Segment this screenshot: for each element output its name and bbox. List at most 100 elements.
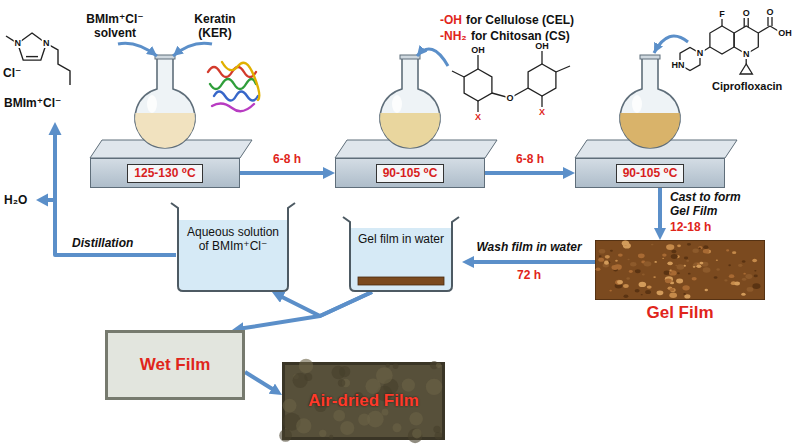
- film-texture: [605, 255, 610, 259]
- double-bond: [748, 18, 749, 27]
- film-texture: [698, 247, 701, 249]
- polysaccharide-structure: [452, 50, 570, 114]
- film-texture: [635, 289, 640, 293]
- film-texture: [729, 274, 734, 278]
- film-texture: [670, 272, 672, 273]
- glass-highlight: [632, 95, 642, 113]
- reagent-label: for Chitosan (CS): [471, 29, 570, 43]
- butyl-chain: [46, 43, 70, 85]
- atom-label: OH: [777, 28, 793, 38]
- beaker: Gel film in water: [340, 212, 462, 292]
- input-arrow: [173, 43, 212, 56]
- film-texture: [714, 276, 718, 279]
- film-texture: [629, 270, 633, 273]
- input-arrow: [118, 43, 157, 56]
- film-texture: [639, 282, 646, 287]
- film-texture: [671, 254, 678, 259]
- flow-arrow: [471, 260, 595, 264]
- film-texture: [367, 411, 384, 428]
- flow-arrow: [240, 171, 326, 175]
- film-texture: [692, 277, 697, 281]
- film-texture: [693, 266, 696, 268]
- film-texture: [402, 378, 415, 391]
- film-texture: [615, 280, 622, 285]
- double-bond: [744, 18, 745, 27]
- bond: [556, 66, 570, 72]
- film-texture: [627, 259, 629, 261]
- keratin-protein: [208, 62, 259, 111]
- film-texture: [752, 259, 757, 262]
- film-texture: [412, 429, 422, 439]
- film-texture: [677, 244, 681, 247]
- temperature-label: 90-105 ⁰C: [376, 164, 445, 183]
- gel-film-image: [595, 240, 765, 300]
- glass-highlight: [392, 95, 402, 113]
- film-texture: [654, 261, 657, 263]
- group-label: -NH₂: [440, 29, 467, 43]
- film-texture: [624, 295, 629, 298]
- film-texture: [669, 293, 677, 298]
- film-texture: [641, 294, 643, 295]
- film-texture: [332, 366, 346, 380]
- beaker: Aqueous solution of BMIm⁺Cl⁻: [168, 198, 298, 292]
- bond: [452, 71, 464, 77]
- film-texture: [747, 287, 754, 292]
- atom-label: O: [742, 8, 751, 18]
- film-texture: [684, 257, 688, 260]
- film-texture: [699, 262, 703, 265]
- atom-label: O: [505, 93, 514, 103]
- sugar-ring: [528, 64, 556, 96]
- gel-film-in-beaker: [358, 277, 444, 285]
- film-texture: [642, 274, 645, 276]
- aromatic-ring: [710, 26, 734, 54]
- bond: [477, 54, 478, 69]
- film-texture: [742, 260, 746, 263]
- film-texture: [610, 250, 613, 252]
- input-arrow: [417, 49, 448, 66]
- film-texture: [697, 263, 700, 265]
- film-texture: [741, 293, 745, 296]
- bond: [721, 18, 722, 26]
- film-texture: [296, 418, 311, 433]
- atom-label: F: [718, 9, 726, 19]
- dried-film-photo: Air-dried Film: [282, 362, 445, 440]
- atom-label: OH: [534, 41, 550, 51]
- arrow-head: [49, 122, 62, 135]
- atom-label: N: [13, 38, 22, 48]
- film-texture: [409, 412, 423, 426]
- film-texture: [754, 270, 756, 272]
- beaker-glass: [343, 217, 459, 291]
- film-label: Wet Film: [108, 355, 242, 375]
- film-texture: [684, 294, 690, 298]
- edge-label: Cast to form Gel Film: [670, 190, 758, 218]
- gel-film-photo: Gel Film: [595, 240, 765, 324]
- film-texture: [376, 367, 393, 384]
- atom-label: N: [742, 49, 751, 59]
- film-texture: [703, 245, 708, 249]
- atom-label: OH: [470, 45, 486, 55]
- film-texture: [283, 399, 297, 413]
- film-texture: [724, 279, 727, 281]
- film-texture: [647, 285, 652, 288]
- input-arrow: [654, 36, 688, 53]
- film-texture: [662, 253, 666, 256]
- flow-arrow: [658, 188, 662, 231]
- film-texture: [676, 278, 683, 283]
- film-texture: [319, 430, 326, 437]
- reagent-label: for Cellulose (CEL): [466, 13, 574, 27]
- flow-arrow: [245, 372, 274, 390]
- bond: [758, 26, 770, 33]
- film-texture: [279, 429, 292, 442]
- film-texture: [669, 288, 674, 291]
- film-texture: [732, 251, 736, 254]
- gel-film-surface: [595, 240, 765, 300]
- double-bond: [767, 17, 768, 26]
- sugar-ring: [464, 69, 492, 101]
- film-texture: [426, 379, 442, 395]
- film-texture: [638, 253, 645, 258]
- film-texture: [433, 426, 440, 433]
- film-texture: [617, 280, 623, 284]
- flask-liquid: [135, 113, 195, 148]
- film-texture: [604, 261, 608, 264]
- beaker-label: Aqueous solution of BMIm⁺Cl⁻: [182, 225, 284, 253]
